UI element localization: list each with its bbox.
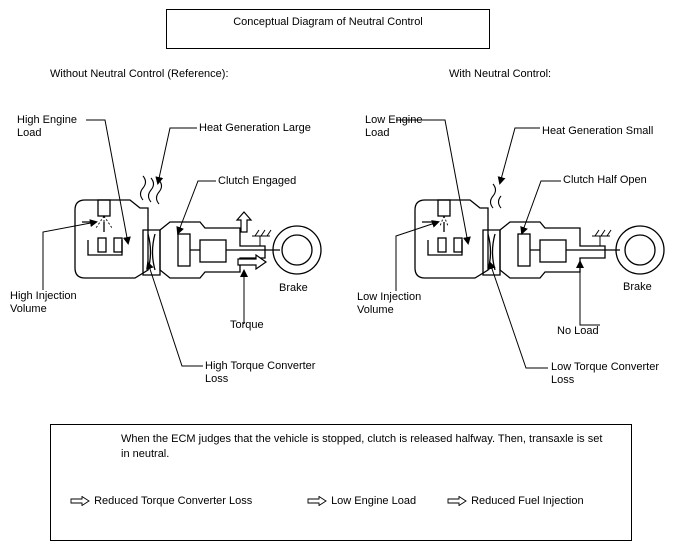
right-wheel <box>615 225 665 275</box>
left-heat-label: Heat Generation Large <box>199 122 311 134</box>
right-engine-load-label: Low Engine Load <box>365 114 423 139</box>
hollow-arrow-icon <box>307 496 327 507</box>
right-brake-label: Brake <box>623 281 652 293</box>
diagram-title-box: Conceptual Diagram of Neutral Control <box>166 9 490 49</box>
left-powertrain-diagram <box>74 199 322 279</box>
summary-note-box: When the ECM judges that the vehicle is … <box>50 424 632 541</box>
result-item-converter-loss: Reduced Torque Converter Loss <box>69 495 252 508</box>
right-heat-label: Heat Generation Small <box>542 125 654 137</box>
left-engine-load-label: High Engine Load <box>17 114 77 139</box>
left-torque-label: Torque <box>230 319 264 331</box>
left-torque-arrow <box>235 211 268 271</box>
right-converter-loss-label: Low Torque Converter Loss <box>551 361 660 386</box>
right-no-load-leader <box>576 260 600 326</box>
right-injection-leader <box>395 220 440 291</box>
right-injector-icon <box>439 215 449 227</box>
right-powertrain-diagram <box>414 199 665 279</box>
left-clutch-label: Clutch Engaged <box>218 175 297 187</box>
right-panel-heading: With Neutral Control: <box>449 68 552 80</box>
left-torque-converter <box>142 229 161 276</box>
left-converter-leader <box>146 261 203 367</box>
right-clutch-leader <box>520 180 561 235</box>
left-injection-leader <box>42 219 98 290</box>
right-torque-converter <box>482 229 501 276</box>
left-engine-load-leader <box>86 119 131 245</box>
left-converter-loss-label: High Torque Converter Loss <box>205 360 316 385</box>
left-clutch-leader <box>176 180 216 235</box>
right-clutch-label: Clutch Half Open <box>563 174 647 186</box>
right-transmission-housing <box>499 221 606 279</box>
right-heat-leader <box>497 127 540 185</box>
left-heat-leader <box>155 127 197 185</box>
summary-note-text: When the ECM judges that the vehicle is … <box>121 433 603 460</box>
hollow-arrow-icon <box>447 496 467 507</box>
right-no-load-label: No Load <box>557 325 599 337</box>
left-panel-heading: Without Neutral Control (Reference): <box>50 68 229 80</box>
left-wheel <box>272 225 322 275</box>
diagram-title: Conceptual Diagram of Neutral Control <box>233 16 423 28</box>
right-engine-block <box>414 199 489 279</box>
result-item-engine-load: Low Engine Load <box>306 495 416 508</box>
right-engine-load-leader <box>396 119 471 245</box>
hollow-arrow-icon <box>70 496 90 507</box>
left-transmission-housing <box>159 221 266 279</box>
result-item-fuel-injection: Reduced Fuel Injection <box>446 495 584 508</box>
left-injection-label: High Injection Volume <box>10 290 77 315</box>
right-converter-leader <box>488 261 548 369</box>
right-injection-label: Low Injection Volume <box>357 291 422 316</box>
left-engine-block <box>74 199 149 279</box>
left-brake-label: Brake <box>279 282 308 294</box>
right-ground-icon <box>592 229 612 246</box>
right-heat-wave-icon <box>489 183 502 209</box>
left-ground-icon <box>252 229 272 246</box>
